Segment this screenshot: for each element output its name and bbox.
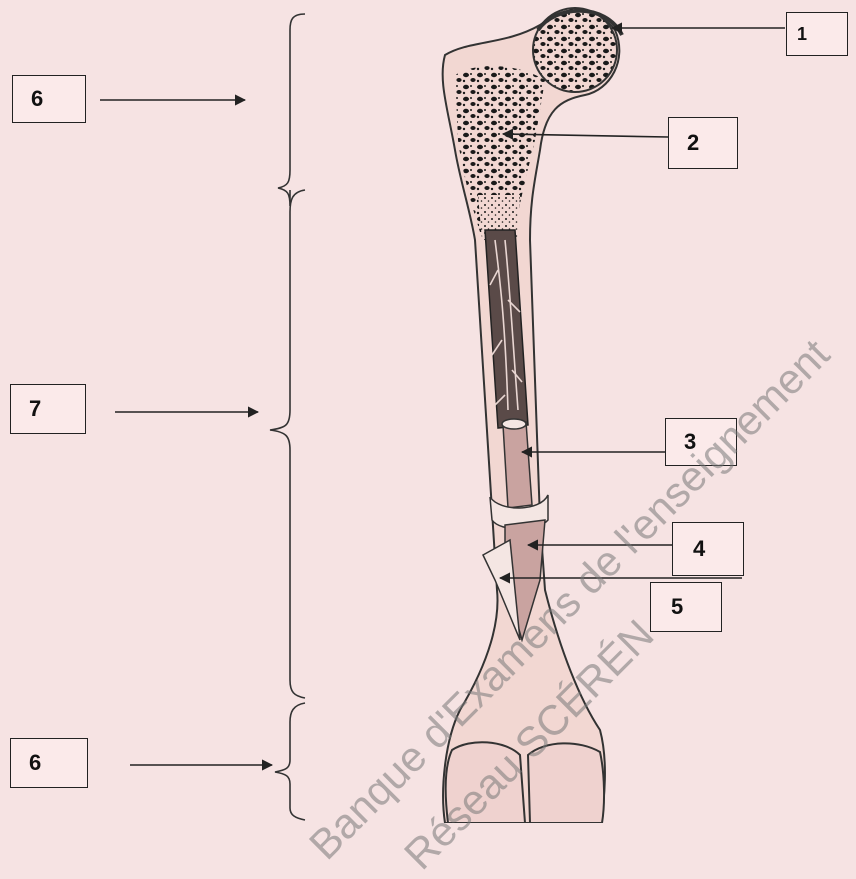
brace-epiphysis-bottom — [275, 703, 305, 820]
label-6-top: 6 — [12, 75, 86, 123]
braces — [270, 14, 305, 820]
marrow-cylinder-top — [502, 419, 526, 429]
label-7: 7 — [10, 384, 86, 434]
label-4: 4 — [672, 522, 744, 576]
marrow-cylinder — [503, 422, 532, 508]
label-1: 1 — [786, 12, 848, 56]
label-5: 5 — [650, 582, 722, 632]
label-6-bottom: 6 — [10, 738, 88, 788]
brace-epiphysis-top — [278, 14, 305, 206]
label-2: 2 — [668, 117, 738, 169]
brace-diaphysis — [270, 190, 305, 698]
